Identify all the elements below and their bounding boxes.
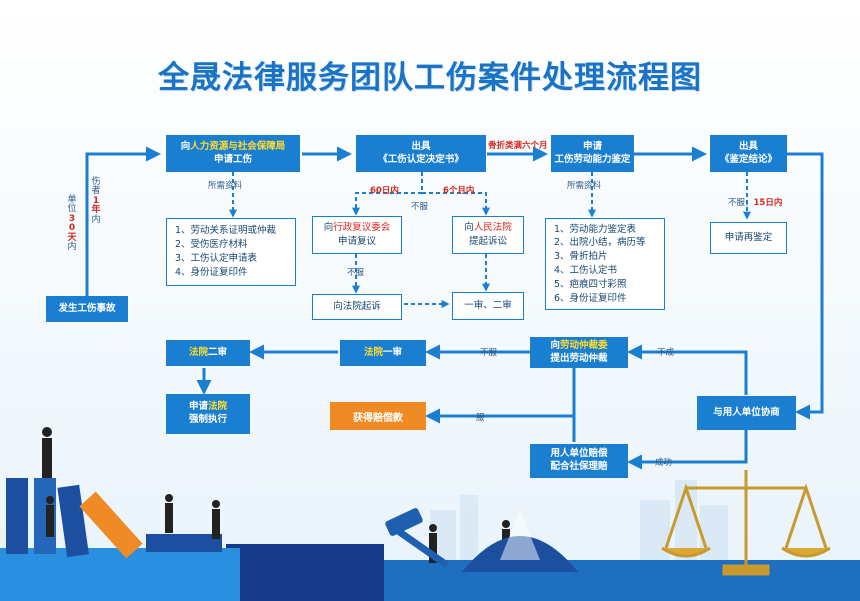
court-first-trial-box: 法院一审	[340, 340, 426, 366]
list-item: 2、受伤医疗材料	[175, 239, 248, 251]
negotiation-success-label: 成功	[655, 458, 673, 468]
decorative-podium-dark	[226, 544, 384, 601]
negotiate-employer-box: 与用人单位协商	[697, 396, 796, 430]
arrow-negotiate-to-employer	[627, 430, 748, 470]
accept-label-compensation: 服	[476, 413, 485, 423]
decorative-podium-light	[0, 548, 240, 601]
dash-decision-split	[352, 172, 423, 216]
list-item: 2、出院小结，病历等	[554, 237, 646, 249]
accident-box: 发生工伤事故	[46, 296, 128, 322]
required-documents-list-1: 1、劳动关系证明或仲裁 2、受伤医疗材料 3、工伤认定申请表 4、身份证复印件	[166, 218, 296, 286]
sue-court-box: 向法院起诉	[312, 294, 402, 320]
issue-decision-box: 出具 《工伤认定决定书》	[356, 135, 486, 172]
apply-work-injury-box: 向人力资源与社会保障局 申请工伤	[166, 135, 300, 172]
fracture-six-months-label: 骨折类满六个月	[488, 141, 548, 151]
materials-label-2: 所需资料	[567, 181, 602, 191]
page-title: 全晟法律服务团队工伤案件处理流程图	[158, 60, 702, 96]
dissatisfied-label-arbitration: 不服	[480, 348, 498, 358]
list-item: 3、工伤认定申请表	[175, 253, 258, 264]
dissatisfied-15-days-label: 不服，15日内	[728, 198, 783, 208]
list-item: 1、劳动能力鉴定表	[554, 223, 637, 235]
list-item: 5、疤痕四寸彩照	[554, 278, 627, 290]
apply-assessment-box: 申请 工伤劳动能力鉴定	[551, 135, 634, 172]
reassessment-box: 申请再鉴定	[710, 222, 787, 254]
arrow-accident-to-apply	[85, 146, 161, 296]
list-item: 4、身份证复印件	[175, 266, 248, 278]
dash-decision-to-lawsuit	[422, 192, 490, 216]
enforcement-box: 申请法院 强制执行	[166, 394, 250, 434]
dissatisfied-label-top: 不服	[411, 202, 429, 212]
labor-arbitration-box: 向劳动仲裁委 提出劳动仲裁	[530, 337, 628, 368]
six-months-label: 6个月内	[443, 186, 475, 196]
file-lawsuit-box: 向人民法院 提起诉讼	[452, 216, 524, 254]
negotiation-failed-label: 不成	[657, 348, 675, 358]
required-documents-list-2: 1、劳动能力鉴定表 2、出院小结，病历等 3、骨折拍片 4、工伤认定书 5、疤痕…	[545, 218, 665, 310]
injured-one-year-label: 伤者1年内	[91, 177, 101, 225]
list-item: 6、身份证复印件	[554, 292, 627, 304]
unit-30-days-label: 单位30天内	[67, 195, 77, 253]
list-item: 1、劳动关系证明或仲裁	[175, 225, 277, 237]
arrow-conclusion-to-negotiate	[787, 152, 824, 420]
first-second-trial-box: 一审、二审	[452, 292, 524, 320]
employer-compensation-box: 用人单位赔偿 配合社保理赔	[530, 444, 628, 478]
scales-of-justice-icon	[661, 470, 831, 576]
court-second-trial-box: 法院二审	[166, 340, 250, 366]
arrow-negotiate-to-arbitration	[627, 344, 748, 395]
open-book-icon	[462, 510, 578, 572]
dissatisfied-label-review: 不服	[347, 268, 365, 278]
sixty-days-label: 60日内	[370, 186, 399, 196]
materials-label-1: 所需资料	[208, 181, 243, 191]
compensation-box: 获得赔偿款	[330, 402, 426, 430]
administrative-review-box: 向行政复议委会 申请复议	[312, 216, 402, 254]
decorative-domino-blocks	[6, 478, 222, 559]
list-item: 4、工伤认定书	[554, 265, 618, 276]
list-item: 3、骨折拍片	[554, 251, 608, 263]
gavel-icon	[385, 508, 450, 569]
issue-conclusion-box: 出具 《鉴定结论》	[710, 135, 787, 172]
